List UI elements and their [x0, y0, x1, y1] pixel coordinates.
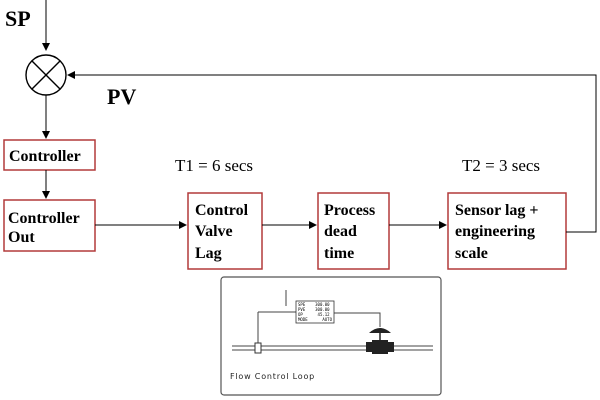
- feedback-path: [67, 71, 597, 233]
- sensor-lag-block: [447, 192, 567, 270]
- inset-frame: [220, 276, 442, 396]
- controller-out-block: [3, 199, 96, 252]
- control-valve-lag-block: [187, 192, 263, 270]
- controller-out-block-text: Controller Out: [8, 210, 83, 246]
- process-dead-time-text: Process dead time: [324, 202, 379, 262]
- faceplate-value-1: 300.00: [315, 302, 330, 307]
- faceplate-key-4: MODE: [298, 317, 308, 322]
- faceplate-key-2: PVE: [298, 307, 306, 312]
- controller-block: [3, 139, 96, 171]
- inset-caption: Flow Control Loop: [230, 372, 315, 381]
- dead-time-line3: time: [324, 245, 354, 262]
- faceplate-keys: SPE PVE OP MODE: [298, 302, 308, 322]
- flow-transmitter-icon: [254, 312, 262, 354]
- control-valve-icon: [366, 328, 394, 354]
- pv-label: PV: [107, 84, 136, 109]
- sensor-lag-line3: scale: [455, 245, 488, 262]
- sensor-lag-line1: Sensor lag +: [455, 202, 539, 219]
- valve-lag-line1: Control: [195, 202, 249, 219]
- faceplate-key-3: OP: [298, 312, 303, 317]
- flow-control-loop-inset: SPE PVE OP MODE 300.00 300.00 45.12 AUTO…: [220, 276, 442, 396]
- faceplate-value-4: AUTO: [322, 317, 332, 322]
- faceplate-value-2: 300.00: [315, 307, 330, 312]
- controller-faceplate: [295, 300, 335, 324]
- sensor-lag-text: Sensor lag + engineering scale: [455, 202, 543, 262]
- dead-time-line2: dead: [324, 223, 357, 240]
- dead-time-line1: Process: [324, 202, 375, 219]
- t1-label: T1 = 6 secs: [175, 156, 253, 175]
- valve-lag-line3: Lag: [195, 245, 222, 262]
- faceplate-values: 300.00 300.00 45.12 AUTO: [315, 302, 332, 322]
- sensor-lag-line2: engineering: [455, 223, 535, 240]
- t2-label: T2 = 3 secs: [462, 156, 540, 175]
- sp-label: SP: [5, 6, 31, 31]
- controller-block-label: Controller: [9, 148, 81, 165]
- controller-out-line2: Out: [8, 229, 35, 246]
- faceplate-value-3: 45.12: [318, 312, 331, 317]
- process-dead-time-block: [317, 192, 390, 270]
- valve-lag-line2: Valve: [195, 223, 233, 240]
- op-signal-line: [334, 312, 381, 327]
- faceplate-key-1: SPE: [298, 302, 306, 307]
- control-valve-lag-text: Control Valve Lag: [195, 202, 252, 262]
- summing-junction-icon: [25, 54, 67, 96]
- controller-out-line1: Controller: [8, 210, 80, 227]
